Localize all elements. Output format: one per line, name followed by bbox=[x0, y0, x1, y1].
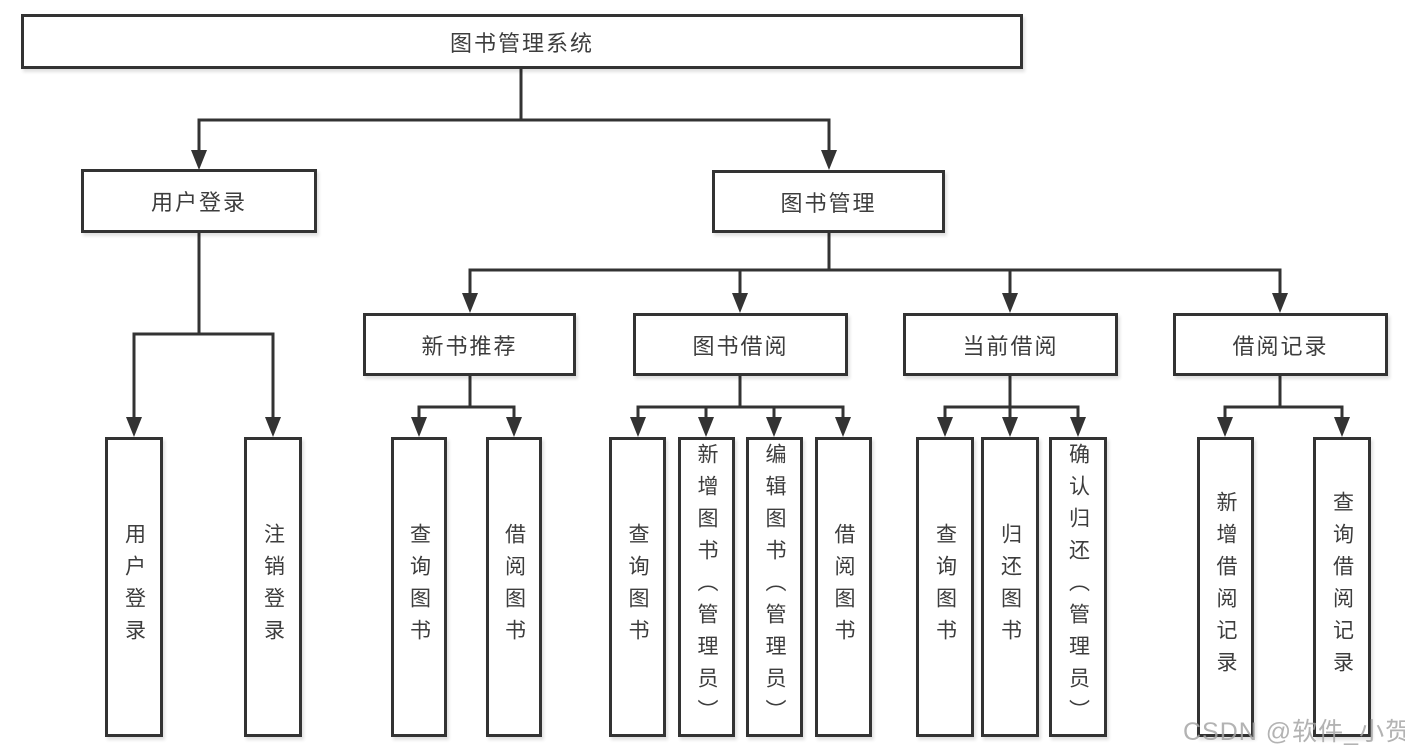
node-book-management: 图书管理 bbox=[712, 170, 945, 233]
node-borrow-records: 借阅记录 bbox=[1173, 313, 1388, 376]
leaf-add-borrow-record: 新增借阅记录 bbox=[1197, 437, 1254, 737]
node-root: 图书管理系统 bbox=[21, 14, 1023, 69]
leaf-logout-login: 注销登录 bbox=[244, 437, 302, 737]
leaf-return-book: 归还图书 bbox=[981, 437, 1039, 737]
leaf-confirm-return-admin: 确认归还（管理员） bbox=[1049, 437, 1107, 737]
arrowheads bbox=[126, 150, 1350, 437]
leaf-edit-book-admin: 编辑图书（管理员） bbox=[746, 437, 803, 737]
node-new-book-recommend: 新书推荐 bbox=[363, 313, 576, 376]
leaf-query-book-recommend: 查询图书 bbox=[391, 437, 447, 737]
leaf-query-borrow-record: 查询借阅记录 bbox=[1313, 437, 1371, 737]
leaf-borrow-book: 借阅图书 bbox=[815, 437, 872, 737]
node-user-login: 用户登录 bbox=[81, 169, 317, 233]
node-book-borrow: 图书借阅 bbox=[633, 313, 848, 376]
leaf-borrow-book-recommend: 借阅图书 bbox=[486, 437, 542, 737]
watermark: CSDN @软件_小贺同学 bbox=[1183, 718, 1405, 746]
leaf-user-login: 用户登录 bbox=[105, 437, 163, 737]
leaf-add-book-admin: 新增图书（管理员） bbox=[678, 437, 735, 737]
leaf-query-book-borrow: 查询图书 bbox=[609, 437, 666, 737]
leaf-query-book-current: 查询图书 bbox=[916, 437, 974, 737]
node-current-borrow: 当前借阅 bbox=[903, 313, 1118, 376]
